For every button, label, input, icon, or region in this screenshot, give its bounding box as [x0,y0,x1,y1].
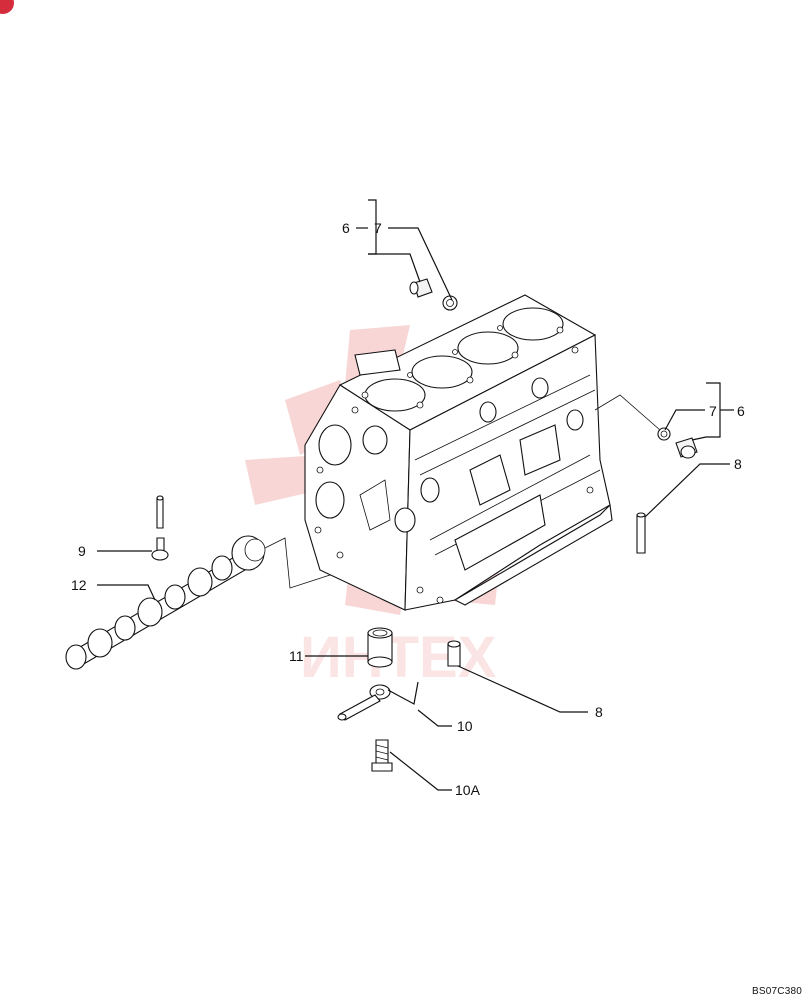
callout-labels: 6 7 7 6 8 9 12 11 10 10A 8 [71,220,745,798]
dowel-pin-right [636,512,646,554]
washer-top [442,295,458,311]
pin-9 [151,495,169,561]
callout-6-right: 6 [737,403,745,419]
callout-9: 9 [78,543,86,559]
oil-jet-bolt [371,739,393,772]
callout-8-bottom: 8 [595,704,603,720]
callout-7-top: 7 [374,220,382,236]
drawing-code: BS07C380 [752,986,802,997]
callout-10: 10 [457,718,473,734]
camshaft [65,535,266,670]
leader-lines [97,199,734,791]
callout-6-top: 6 [342,220,350,236]
cylinder-block [304,294,613,611]
corner-badge [0,0,14,14]
callout-12: 12 [71,577,87,593]
callout-11: 11 [289,648,304,664]
dowel-pin-bottom [447,640,461,667]
camshaft-bushing [367,627,393,668]
oil-jet [337,681,419,721]
plug-right [675,437,698,459]
callout-7-right: 7 [709,403,717,419]
watermark-text: ИНТЕХ [300,625,497,690]
plug-top [409,278,433,298]
washer-right [657,427,671,441]
callout-8-right: 8 [734,456,742,472]
callout-10a: 10A [455,782,481,798]
